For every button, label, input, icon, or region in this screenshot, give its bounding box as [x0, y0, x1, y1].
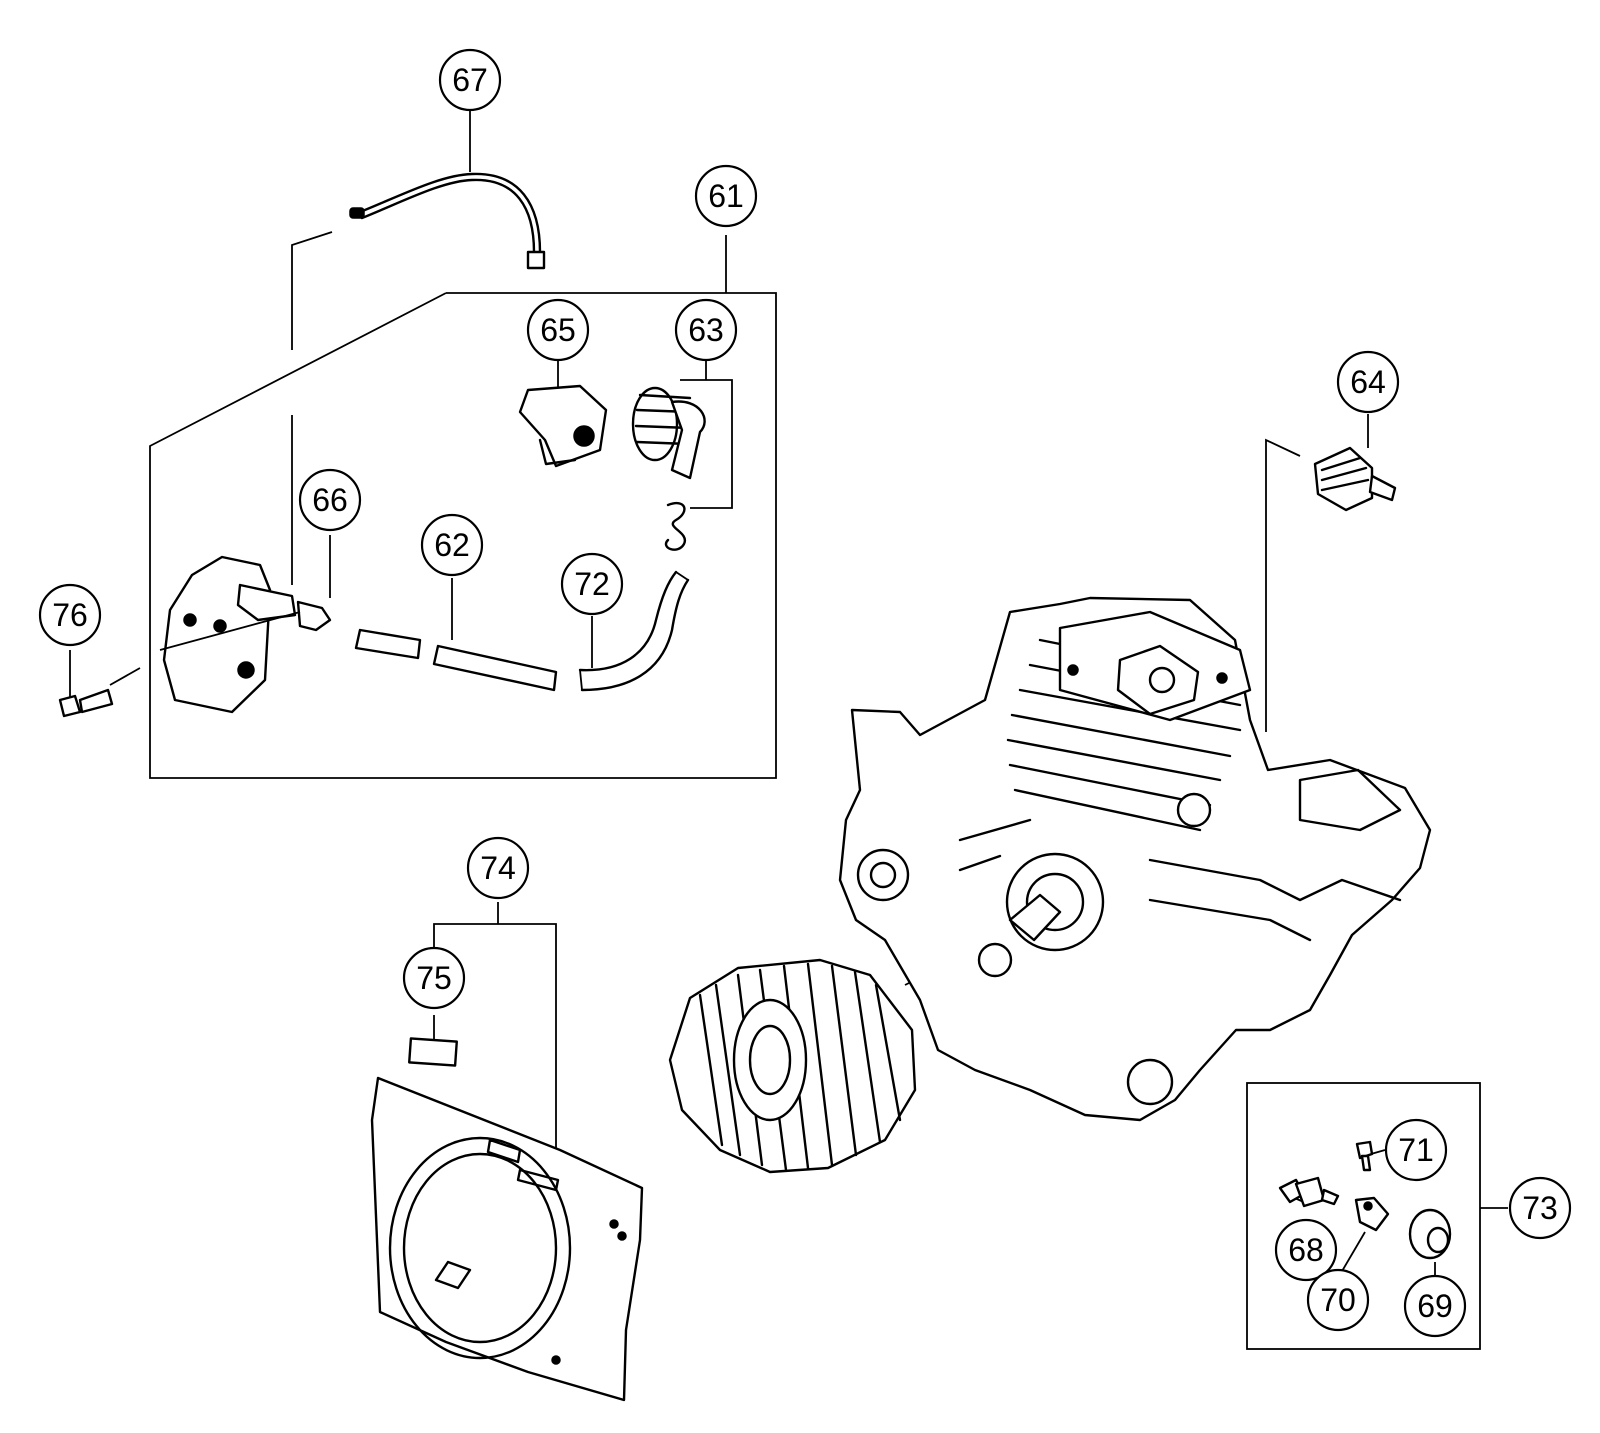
callout-69: 69	[1403, 1274, 1467, 1338]
callout-72: 72	[560, 552, 624, 616]
oil-pump-cover	[518, 384, 608, 468]
oil-pump-assembly-box	[149, 235, 777, 779]
callout-74: 74	[466, 836, 530, 900]
flywheel	[668, 958, 917, 1174]
callout-73-label: 73	[1522, 1190, 1558, 1226]
callout-63: 63	[674, 298, 738, 362]
callout-75: 75	[402, 946, 466, 1010]
spark-plug	[1313, 446, 1397, 512]
callout-67: 67	[438, 48, 502, 112]
starter-cover	[370, 1076, 644, 1402]
oil-pump-body	[159, 555, 332, 714]
pump-spring	[664, 502, 687, 551]
grommet	[1408, 1208, 1452, 1260]
callout-62-label: 62	[434, 527, 470, 563]
callout-64-label: 64	[1350, 364, 1386, 400]
oil-pipe	[578, 570, 690, 692]
callout-66-label: 66	[312, 482, 348, 518]
oil-pump-bracket	[680, 358, 733, 509]
oil-hose	[354, 628, 558, 692]
small-screw	[1355, 1140, 1374, 1172]
callout-72-label: 72	[574, 566, 610, 602]
callout-67-label: 67	[452, 62, 488, 98]
callout-76: 76	[38, 583, 102, 647]
callout-66: 66	[298, 468, 362, 532]
callout-68-label: 68	[1288, 1232, 1324, 1268]
callout-75-label: 75	[416, 960, 452, 996]
callout-61-label: 61	[708, 178, 744, 214]
callout-65-label: 65	[540, 312, 576, 348]
callout-64: 64	[1336, 350, 1400, 414]
callout-61: 61	[694, 164, 758, 228]
warning-label	[408, 1037, 458, 1067]
callout-76-label: 76	[52, 597, 88, 633]
worm-gear	[631, 386, 706, 480]
callout-65: 65	[526, 298, 590, 362]
ignition-wire	[349, 172, 546, 270]
bolt	[58, 688, 114, 718]
callout-71-label: 71	[1398, 1132, 1434, 1168]
callout-71: 71	[1384, 1118, 1448, 1182]
callout-63-label: 63	[688, 312, 724, 348]
callout-69-label: 69	[1417, 1288, 1453, 1324]
callout-62: 62	[420, 513, 484, 577]
spark-plug-kit-box	[1246, 1082, 1508, 1350]
callout-73: 73	[1508, 1176, 1572, 1240]
engine-crankcase	[838, 596, 1432, 1122]
retaining-clip	[1354, 1196, 1390, 1232]
hose-connector	[1278, 1176, 1340, 1208]
callout-70: 70	[1306, 1268, 1370, 1332]
callout-70-label: 70	[1320, 1282, 1356, 1318]
callout-74-label: 74	[480, 850, 516, 886]
callout-68: 68	[1274, 1218, 1338, 1282]
